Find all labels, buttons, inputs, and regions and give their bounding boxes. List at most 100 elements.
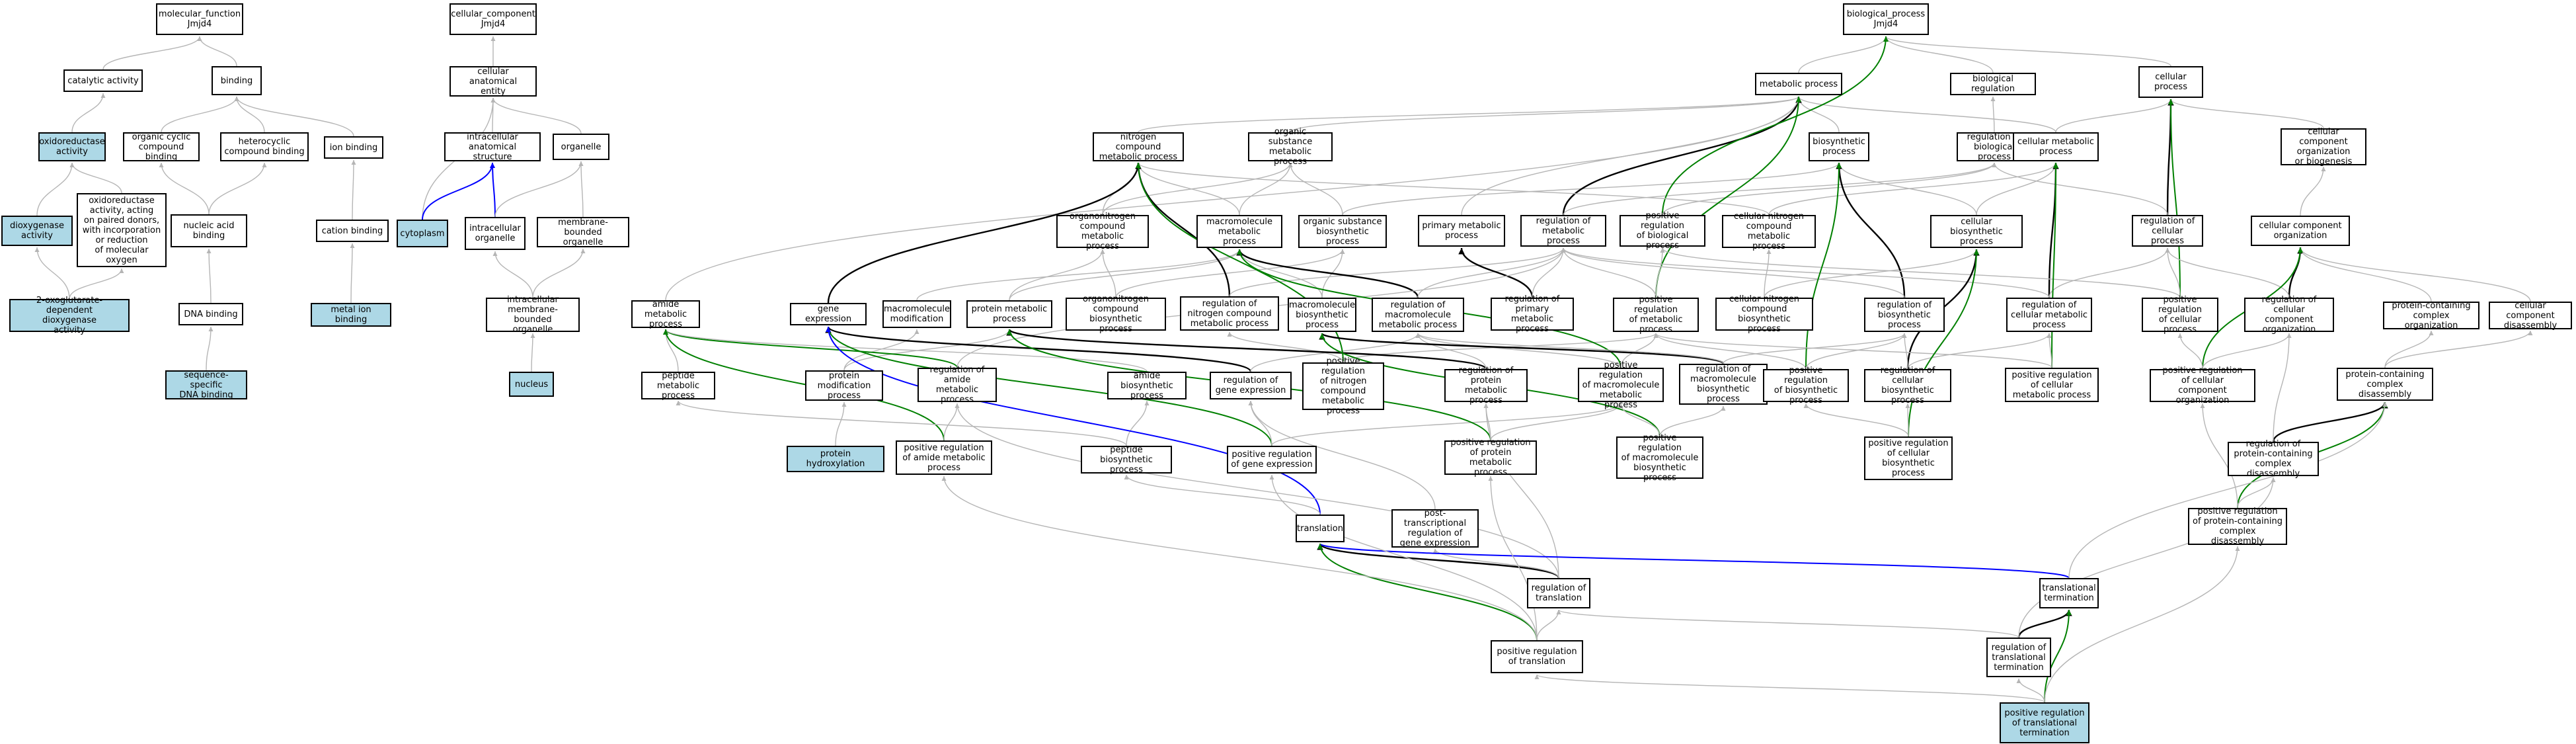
go-term-cellular-component-disassembly[interactable]: cellular component disassembly <box>2489 301 2572 331</box>
go-term-peptide-biosynthetic-process[interactable]: peptide biosynthetic process <box>1081 445 1172 475</box>
go-term-biological-regulation[interactable]: biological regulation <box>1950 73 2036 95</box>
go-term-cellular-component-jmjd4[interactable]: cellular_component Jmjd4 <box>449 3 537 35</box>
go-term-oxidoreductase-activity[interactable]: oxidoreductase activity <box>38 132 106 161</box>
go-term-protein-containing-complex-organization[interactable]: protein-containing complex organization <box>2383 301 2479 331</box>
go-term-cation-binding[interactable]: cation binding <box>316 220 389 242</box>
go-term-molecular-function-jmjd4[interactable]: molecular_function Jmjd4 <box>156 3 243 35</box>
go-term-metabolic-process[interactable]: metabolic process <box>1755 73 1842 95</box>
go-term-regulation-of-cellular-metabolic-process[interactable]: regulation of cellular metabolic process <box>2006 298 2092 332</box>
go-term-regulation-of-metabolic-process[interactable]: regulation of metabolic process <box>1520 215 1606 247</box>
go-term-regulation-of-translational-termination[interactable]: regulation of translational termination <box>1986 638 2051 677</box>
edge-is-a <box>36 162 75 216</box>
edge-is-a <box>1229 247 1566 297</box>
edge-is-a <box>234 96 354 137</box>
go-term-intracellular-anatomical-structure[interactable]: intracellular anatomical structure <box>444 132 541 162</box>
go-term-cellular-component-organization-or-biogenesis[interactable]: cellular component organization or bioge… <box>2281 127 2366 167</box>
edge-is-a <box>1563 162 1997 216</box>
go-term-cellular-nitrogen-compound-biosynthetic-process[interactable]: cellular nitrogen compound biosynthetic … <box>1715 294 1813 334</box>
go-term-cellular-component-organization[interactable]: cellular component organization <box>2251 216 2350 246</box>
go-term-metal-ion-binding[interactable]: metal ion binding <box>311 303 391 327</box>
go-term-regulation-of-macromolecule-metabolic-process[interactable]: regulation of macromolecule metabolic pr… <box>1372 298 1464 332</box>
go-term-intracellular-membrane-bounded-organelle[interactable]: intracellular membrane-bounded organelle <box>486 295 580 335</box>
go-term-positive-regulation-of-biosynthetic-process[interactable]: positive regulation of biosynthetic proc… <box>1763 366 1849 405</box>
go-term-catalytic-activity[interactable]: catalytic activity <box>63 69 143 92</box>
go-term-positive-regulation-of-macromolecule-metabolic-process[interactable]: positive regulation of macromolecule met… <box>1578 360 1664 410</box>
go-term-regulation-of-cellular-component-organization[interactable]: regulation of cellular component organiz… <box>2244 295 2334 335</box>
go-term-membrane-bounded-organelle[interactable]: membrane-bounded organelle <box>537 217 629 247</box>
go-term-protein-hydroxylation[interactable]: protein hydroxylation <box>787 446 884 472</box>
go-term-positive-regulation-of-cellular-metabolic-process[interactable]: positive regulation of cellular metaboli… <box>2005 368 2099 402</box>
go-term-cellular-biosynthetic-process[interactable]: cellular biosynthetic process <box>1930 215 2023 248</box>
go-term-binding[interactable]: binding <box>212 66 262 95</box>
go-term-intracellular-organelle[interactable]: intracellular organelle <box>465 217 526 250</box>
go-term-cellular-metabolic-process[interactable]: cellular metabolic process <box>2013 132 2099 161</box>
go-term-regulation-of-protein-containing-complex-disassembly[interactable]: regulation of protein-containing complex… <box>2228 439 2319 479</box>
go-term-organonitrogen-compound-metabolic-process[interactable]: organonitrogen compound metabolic proces… <box>1056 212 1149 251</box>
go-term-post-transcriptional-regulation-of-gene-expression[interactable]: post-transcriptional regulation of gene … <box>1391 509 1479 548</box>
go-term-sequence-specific-dna-binding[interactable]: sequence-specific DNA binding <box>165 370 247 400</box>
go-term-protein-metabolic-process[interactable]: protein metabolic process <box>966 300 1052 328</box>
go-term-gene-expression[interactable]: gene expression <box>790 303 867 325</box>
go-term-positive-regulation-of-protein-containing-complex-disassembly[interactable]: positive regulation of protein-containin… <box>2188 507 2287 546</box>
go-term-cellular-nitrogen-compound-metabolic-process[interactable]: cellular nitrogen compound metabolic pro… <box>1722 212 1816 251</box>
go-term-cytoplasm[interactable]: cytoplasm <box>397 220 448 247</box>
go-term-organelle[interactable]: organelle <box>553 134 609 160</box>
go-term-positive-regulation-of-gene-expression[interactable]: positive regulation of gene expression <box>1227 446 1317 474</box>
go-term-positive-regulation-of-biological-process[interactable]: positive regulation of biological proces… <box>1620 211 1705 251</box>
go-term-regulation-of-protein-metabolic-process[interactable]: regulation of protein metabolic process <box>1444 366 1528 405</box>
go-term-regulation-of-amide-metabolic-process[interactable]: regulation of amide metabolic process <box>917 365 997 405</box>
go-term-organic-cyclic-compound-binding[interactable]: organic cyclic compound binding <box>123 132 200 162</box>
edge-is-a <box>1561 247 1905 298</box>
edge-is-a <box>350 243 355 304</box>
go-term-protein-containing-complex-disassembly[interactable]: protein-containing complex disassembly <box>2337 368 2433 401</box>
go-term-positive-regulation-of-translation[interactable]: positive regulation of translation <box>1491 640 1583 673</box>
go-term-positive-regulation-of-protein-metabolic-process[interactable]: positive regulation of protein metabolic… <box>1444 438 1537 477</box>
go-term-dioxygenase-activity[interactable]: dioxygenase activity <box>1 216 73 246</box>
go-term-macromolecule-modification[interactable]: macromolecule modification <box>882 300 951 328</box>
go-term-2-oxoglutarate-dependent-dioxygenase-activity[interactable]: 2-oxoglutarate-dependent dioxygenase act… <box>9 296 130 335</box>
go-term-heterocyclic-compound-binding[interactable]: heterocyclic compound binding <box>220 132 309 161</box>
go-term-ion-binding[interactable]: ion binding <box>324 136 383 159</box>
go-term-cellular-process[interactable]: cellular process <box>2138 66 2203 98</box>
go-term-positive-regulation-of-metabolic-process[interactable]: positive regulation of metabolic process <box>1613 295 1699 335</box>
edge-is-a <box>2047 333 2052 368</box>
go-term-biosynthetic-process[interactable]: biosynthetic process <box>1809 132 1869 161</box>
go-term-nitrogen-compound-metabolic-process[interactable]: nitrogen compound metabolic process <box>1093 132 1184 162</box>
go-term-translation[interactable]: translation <box>1296 515 1345 542</box>
go-term-oxidoreductase-activity-acting-on-paired-donors-with-incorporation-or-reduction-of-molecular-oxygen[interactable]: oxidoreductase activity, acting on paire… <box>77 193 167 267</box>
go-term-translational-termination[interactable]: translational termination <box>2039 578 2099 608</box>
go-term-regulation-of-nitrogen-compound-metabolic-process[interactable]: regulation of nitrogen compound metaboli… <box>1180 296 1279 331</box>
go-term-regulation-of-translation[interactable]: regulation of translation <box>1527 578 1590 608</box>
go-term-positive-regulation-of-amide-metabolic-process[interactable]: positive regulation of amide metabolic p… <box>896 440 992 475</box>
go-term-amide-biosynthetic-process[interactable]: amide biosynthetic process <box>1107 371 1187 401</box>
go-term-macromolecule-biosynthetic-process[interactable]: macromolecule biosynthetic process <box>1288 298 1356 332</box>
go-term-positive-regulation-of-cellular-biosynthetic-process[interactable]: positive regulation of cellular biosynth… <box>1864 436 1953 480</box>
go-term-regulation-of-gene-expression[interactable]: regulation of gene expression <box>1210 372 1292 399</box>
go-term-cellular-anatomical-entity[interactable]: cellular anatomical entity <box>449 66 537 97</box>
edge-is-a <box>1660 247 2181 298</box>
go-term-protein-modification-process[interactable]: protein modification process <box>805 370 883 401</box>
edge-is-a <box>1653 333 1807 370</box>
go-term-positive-regulation-of-cellular-process[interactable]: positive regulation of cellular process <box>2142 295 2218 335</box>
go-term-peptide-metabolic-process[interactable]: peptide metabolic process <box>641 371 715 401</box>
go-term-nucleus[interactable]: nucleus <box>509 372 554 397</box>
go-term-positive-regulation-of-macromolecule-biosynthetic-process[interactable]: positive regulation of macromolecule bio… <box>1616 433 1703 483</box>
go-term-dna-binding[interactable]: DNA binding <box>178 303 243 325</box>
go-term-positive-regulation-of-cellular-component-organization[interactable]: positive regulation of cellular componen… <box>2150 366 2255 405</box>
go-term-nucleic-acid-binding[interactable]: nucleic acid binding <box>171 214 247 247</box>
go-term-regulation-of-macromolecule-biosynthetic-process[interactable]: regulation of macromolecule biosynthetic… <box>1679 364 1768 405</box>
go-term-organonitrogen-compound-biosynthetic-process[interactable]: organonitrogen compound biosynthetic pro… <box>1066 294 1166 334</box>
go-term-regulation-of-primary-metabolic-process[interactable]: regulation of primary metabolic process <box>1491 294 1574 334</box>
go-term-primary-metabolic-process[interactable]: primary metabolic process <box>1418 215 1505 247</box>
go-term-positive-regulation-of-translational-termination[interactable]: positive regulation of translational ter… <box>2000 702 2089 743</box>
go-term-macromolecule-metabolic-process[interactable]: macromolecule metabolic process <box>1196 215 1282 248</box>
go-term-biological-process-jmjd4[interactable]: biological_process Jmjd4 <box>1843 3 1929 35</box>
go-term-regulation-of-cellular-process[interactable]: regulation of cellular process <box>2132 215 2203 247</box>
go-term-regulation-of-biosynthetic-process[interactable]: regulation of biosynthetic process <box>1864 298 1945 332</box>
go-term-positive-regulation-of-nitrogen-compound-metabolic-process[interactable]: positive regulation of nitrogen compound… <box>1302 356 1384 416</box>
go-term-organic-substance-biosynthetic-process[interactable]: organic substance biosynthetic process <box>1298 215 1387 248</box>
go-term-amide-metabolic-process[interactable]: amide metabolic process <box>631 300 700 329</box>
go-term-organic-substance-metabolic-process[interactable]: organic substance metabolic process <box>1248 127 1333 167</box>
edge-is-a <box>1655 247 1665 298</box>
go-term-regulation-of-cellular-biosynthetic-process[interactable]: regulation of cellular biosynthetic proc… <box>1864 366 1951 405</box>
